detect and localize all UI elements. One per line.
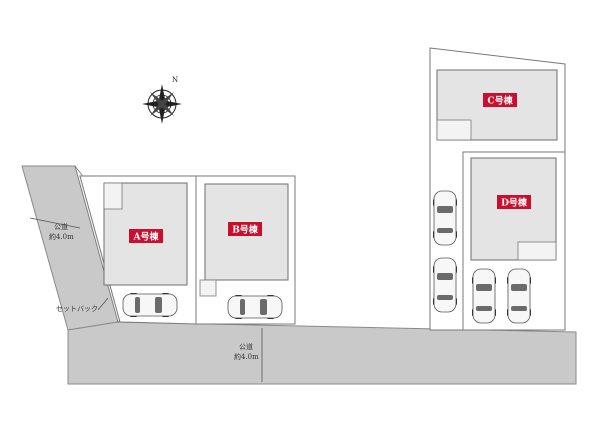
building-d-porch bbox=[517, 241, 557, 261]
bottom-road-label-line2: 約4.0m bbox=[234, 352, 259, 361]
label-a-text: A号棟 bbox=[133, 231, 160, 243]
car-icon bbox=[122, 293, 178, 317]
car-body bbox=[507, 268, 531, 324]
label-c: C号棟 bbox=[483, 93, 517, 107]
bottom-road-label-line1: 公道 bbox=[239, 342, 253, 351]
car-windshield bbox=[155, 297, 162, 313]
label-d-text: D号棟 bbox=[501, 197, 528, 209]
label-d-bg bbox=[497, 195, 531, 209]
car-rear-window bbox=[240, 299, 245, 315]
car-rear-window bbox=[511, 306, 527, 311]
building-b-porch bbox=[199, 279, 217, 297]
label-a-bg bbox=[129, 229, 163, 243]
car-windshield bbox=[511, 284, 527, 291]
parked-cars bbox=[122, 190, 531, 324]
left-road-label-line1: 公道 bbox=[54, 222, 68, 231]
car-windshield bbox=[476, 284, 492, 291]
car-icon bbox=[433, 257, 457, 313]
label-b-text: B号棟 bbox=[232, 224, 259, 236]
compass-rose-icon: N bbox=[142, 76, 182, 124]
car-icon bbox=[433, 190, 457, 246]
car-icon bbox=[227, 295, 283, 319]
car-body bbox=[433, 257, 457, 313]
car-body bbox=[433, 190, 457, 246]
label-c-text: C号棟 bbox=[487, 95, 513, 107]
left-road-dimension bbox=[29, 217, 81, 229]
car-rear-window bbox=[476, 306, 492, 311]
building-a-porch bbox=[103, 182, 123, 210]
label-b: B号棟 bbox=[228, 222, 262, 236]
car-icon bbox=[472, 268, 496, 324]
car-rear-window bbox=[135, 297, 140, 313]
car-body bbox=[227, 295, 283, 319]
car-icon bbox=[507, 268, 531, 324]
car-windshield bbox=[437, 273, 453, 280]
label-b-bg bbox=[228, 222, 262, 236]
car-windshield bbox=[260, 299, 267, 315]
car-windshield bbox=[437, 206, 453, 213]
car-body bbox=[122, 293, 178, 317]
label-a: A号棟 bbox=[129, 229, 163, 243]
label-c-bg bbox=[483, 93, 517, 107]
setback-leader bbox=[97, 297, 109, 311]
setback-label: セットバック bbox=[56, 305, 98, 313]
car-rear-window bbox=[437, 295, 453, 300]
left-road-label-line2: 約4.0m bbox=[49, 232, 74, 241]
compass-north-label: N bbox=[172, 76, 178, 84]
bottom-road bbox=[67, 321, 577, 385]
car-rear-window bbox=[437, 228, 453, 233]
building-c-porch bbox=[436, 119, 472, 141]
car-body bbox=[472, 268, 496, 324]
label-d: D号棟 bbox=[497, 195, 531, 209]
